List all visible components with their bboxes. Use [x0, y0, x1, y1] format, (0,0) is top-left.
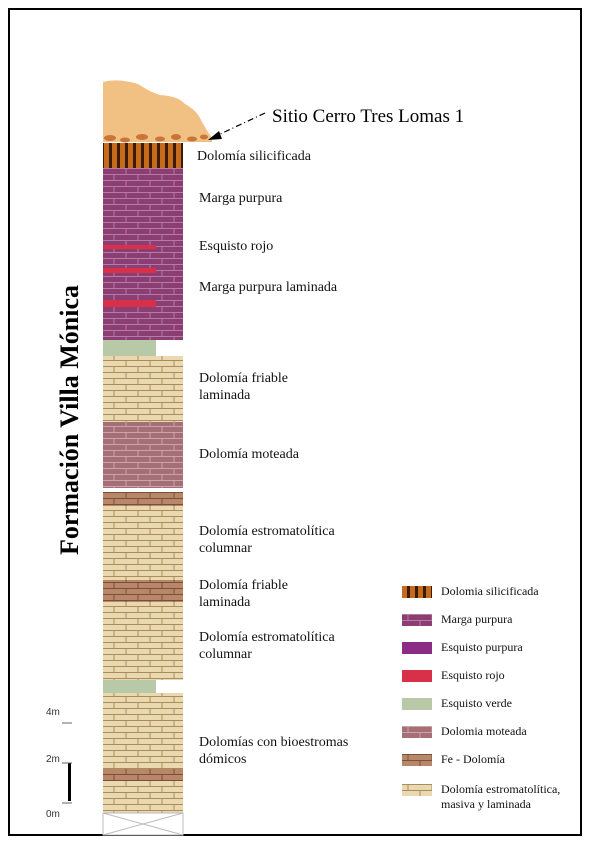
site-label: Sitio Cerro Tres Lomas 1: [272, 106, 465, 127]
layer-fe-dolomite-1: [103, 492, 183, 506]
layer-fe-dolomite-2: [103, 580, 183, 602]
layer-label: Dolomías con bioestromas dómicos: [199, 735, 349, 767]
legend-item: Esquisto verde: [402, 696, 512, 711]
soil-pebbles: [104, 134, 208, 143]
scale-label-bottom: 0m: [46, 809, 60, 820]
scale-bar: [68, 763, 71, 801]
swatch-marl: [402, 614, 432, 626]
formation-title: Formación Villa Mónica: [50, 260, 90, 580]
layer-label: Dolomía friable laminada: [199, 578, 289, 610]
swatch-red-shale: [402, 670, 432, 682]
swatch-dolomite: [402, 784, 432, 796]
legend-item: Esquisto rojo: [402, 668, 505, 683]
swatch-fe-dolomite: [402, 754, 432, 766]
scale-label-mid: 2m: [46, 754, 60, 765]
swatch-purple-shale: [402, 642, 432, 654]
legend-label: Esquisto rojo: [441, 668, 505, 682]
layer-red-shale-2: [103, 268, 156, 273]
soil-cap: [103, 80, 212, 142]
legend-item: Dolomia moteada: [402, 724, 527, 739]
legend-label: Esquisto purpura: [441, 640, 523, 654]
layer-bioherm-dolomite: [103, 693, 183, 769]
layer-label: Dolomía estromatolítica columnar: [199, 524, 335, 556]
scale-label-top: 4m: [46, 707, 60, 718]
swatch-mottled: [402, 726, 432, 738]
legend-label: Fe - Dolomía: [441, 752, 505, 766]
layer-green-shale-2: [103, 680, 156, 693]
formation-title-text: Formación Villa Mónica: [55, 284, 84, 556]
site-arrow-head: [208, 131, 222, 140]
legend-label: Marga purpura: [441, 612, 513, 626]
layer-mottled-dolomite: [103, 422, 183, 488]
layer-stromatolitic-dolomite-1: [103, 506, 183, 580]
swatch-silicified: [402, 586, 432, 598]
layer-fe-dolomite-3: [103, 769, 183, 781]
layer-label: Dolomía friable laminada: [199, 371, 289, 403]
layer-label: Marga purpura laminada: [199, 280, 338, 295]
layer-bioherm-dolomite-base: [103, 781, 183, 813]
legend-label: Dolomía estromatolítica, masiva y lamina…: [441, 782, 561, 811]
covered-base: [102, 812, 184, 836]
legend-label: Esquisto verde: [441, 696, 512, 710]
legend-item: Esquisto purpura: [402, 640, 523, 655]
layer-silicified-dolomite: [103, 143, 183, 168]
layer-label: Dolomía estromatolítica columnar: [199, 630, 335, 662]
legend-label: Dolomia silicificada: [441, 584, 539, 598]
layer-label: Marga purpura: [199, 191, 283, 206]
layer-label: Dolomía moteada: [199, 447, 299, 462]
legend-label: Dolomia moteada: [441, 724, 527, 738]
layer-label: Dolomía silicificada: [197, 149, 311, 164]
layer-green-shale-1: [103, 340, 156, 356]
legend-item: Marga purpura: [402, 612, 512, 627]
swatch-green-shale: [402, 698, 432, 710]
layer-label: Esquisto rojo: [199, 239, 274, 254]
layer-friable-dolomite-1: [103, 356, 183, 422]
site-arrow-line: [215, 112, 266, 137]
layer-red-shale-3: [103, 300, 156, 307]
layer-red-shale-1: [103, 245, 156, 249]
layer-purple-marl: [103, 168, 183, 340]
legend-item: Dolomía estromatolítica, masiva y lamina…: [402, 782, 572, 812]
layer-stromatolitic-dolomite-2: [103, 602, 183, 680]
legend-item: Dolomia silicificada: [402, 584, 539, 599]
legend-item: Fe - Dolomía: [402, 752, 505, 767]
